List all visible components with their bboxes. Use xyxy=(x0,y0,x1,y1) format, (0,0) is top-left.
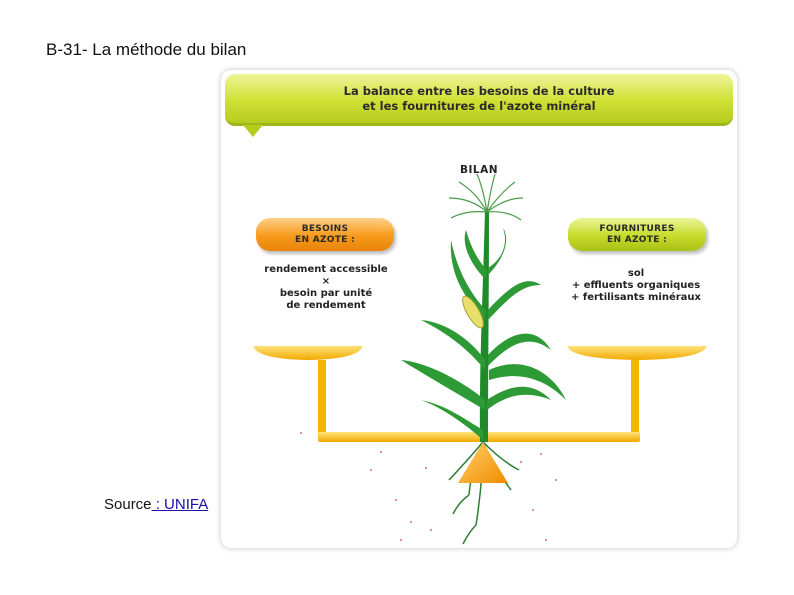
balance-illustration xyxy=(253,173,707,545)
source-link[interactable]: : UNIFA xyxy=(151,496,209,513)
supplies-label: FOURNITURES EN AZOTE : xyxy=(568,218,706,251)
source-caption: Source : UNIFA xyxy=(104,496,208,513)
needs-description: rendement accessible × besoin par unité … xyxy=(241,264,411,312)
balance-beam xyxy=(318,432,640,442)
supplies-line-1: sol xyxy=(627,268,645,279)
banner-pointer xyxy=(243,125,263,137)
right-scale-pan xyxy=(567,346,707,440)
corn-ear xyxy=(462,295,484,329)
needs-line-2: × xyxy=(321,276,331,287)
banner-line-1: La balance entre les besoins de la cultu… xyxy=(343,84,615,98)
balance-fulcrum xyxy=(458,442,508,483)
diagram-banner: La balance entre les besoins de la cultu… xyxy=(225,74,733,126)
supplies-line-3: + fertilisants minéraux xyxy=(570,292,702,303)
maize-leaves xyxy=(401,228,566,440)
maize-plant xyxy=(401,173,566,442)
banner-line-2: et les fournitures de l'azote minéral xyxy=(362,99,596,113)
needs-line-4: de rendement xyxy=(286,300,366,311)
left-scale-pan xyxy=(253,346,363,440)
slide-title: B-31- La méthode du bilan xyxy=(46,40,247,59)
maize-tassel xyxy=(448,173,524,221)
supplies-description: sol + effluents organiques + fertilisant… xyxy=(556,268,716,304)
soil-dots xyxy=(300,432,572,541)
needs-line-3: besoin par unité xyxy=(279,288,373,299)
diagram-panel: La balance entre les besoins de la cultu… xyxy=(221,70,737,548)
supplies-line-2: + effluents organiques xyxy=(571,280,701,291)
bilan-label: BILAN xyxy=(459,164,498,176)
banner-title: La balance entre les besoins de la cultu… xyxy=(225,84,733,114)
needs-label: BESOINS EN AZOTE : xyxy=(256,218,394,251)
needs-line-1: rendement accessible xyxy=(264,264,388,275)
source-label: Source xyxy=(104,496,152,513)
